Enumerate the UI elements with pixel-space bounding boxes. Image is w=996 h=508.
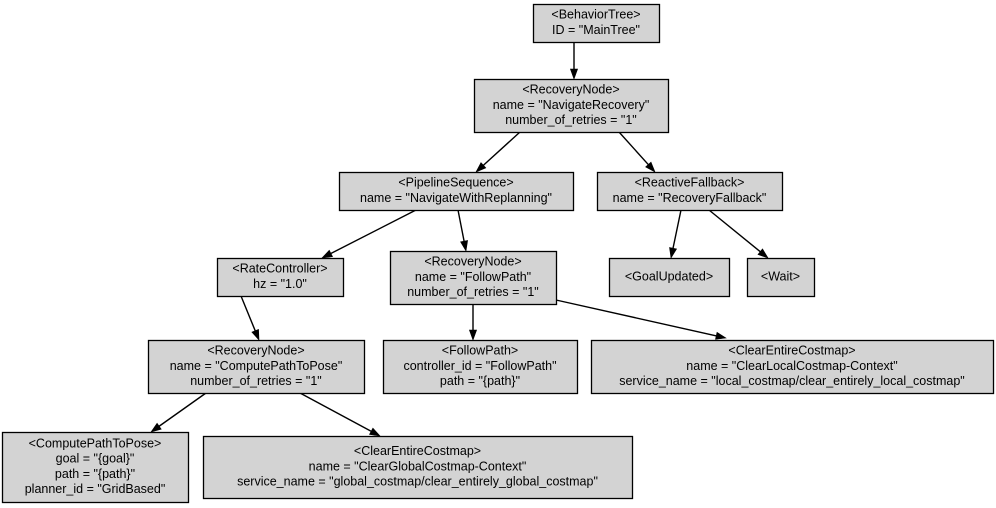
edge-reactivefallback-to-wait-line — [708, 209, 763, 254]
edge-reactivefallback-to-goalupdated-line — [671, 209, 682, 251]
behavior-tree-node-line-1: ID = "MainTree" — [552, 23, 640, 37]
follow-path-node-box[interactable] — [382, 339, 579, 395]
clear-entire-costmap-global-node-line-0: <ClearEntireCostmap> — [354, 444, 481, 458]
edge-recoveryfollowpath-to-clearlocalcostmap — [555, 299, 727, 340]
recovery-node-follow-path-line-2: number_of_retries = "1" — [407, 285, 539, 299]
edge-recoverycomputepath-to-computepathtopose-line — [157, 392, 207, 428]
edge-recoveryfollowpath-to-clearlocalcostmap-line — [555, 299, 719, 337]
edge-recoverycomputepath-to-clearglobalcostmap — [299, 392, 381, 437]
edge-recoverycomputepath-to-computepathtopose-arrowhead — [150, 422, 162, 433]
compute-path-to-pose-node-line-0: <ComputePathToPose> — [29, 436, 162, 450]
edge-pipelinesequence-to-ratecontroller-line — [328, 209, 417, 255]
recovery-node-compute-path-to-pose[interactable]: <RecoveryNode>name = "ComputePathToPose"… — [147, 339, 366, 395]
edge-pipelinesequence-to-recoveryfollowpath-line — [457, 209, 466, 244]
pipeline-sequence-node-box[interactable] — [338, 171, 575, 212]
clear-entire-costmap-local-node-line-2: service_name = "local_costmap/clear_enti… — [619, 374, 965, 388]
follow-path-node[interactable]: <FollowPath>controller_id = "FollowPath"… — [382, 339, 579, 395]
clear-entire-costmap-local-node-box[interactable] — [590, 339, 995, 395]
edge-reactivefallback-to-goalupdated-arrowhead — [669, 247, 678, 259]
edge-ratecontroller-to-recoverycomputepath — [240, 295, 260, 341]
edge-ratecontroller-to-recoverycomputepath-arrowhead — [251, 328, 260, 341]
follow-path-node-line-0: <FollowPath> — [442, 344, 518, 358]
wait-node-line-0: <Wait> — [761, 269, 800, 283]
behavior-tree-node-line-0: <BehaviorTree> — [551, 8, 640, 22]
compute-path-to-pose-node[interactable]: <ComputePathToPose> goal = "{goal}"path =… — [1, 431, 190, 504]
rate-controller-node-box[interactable] — [216, 257, 345, 298]
compute-path-to-pose-node-line-3: planner_id = "GridBased" — [25, 482, 166, 496]
edge-behaviortree-to-recoverynavigate-arrowhead — [569, 68, 579, 80]
clear-entire-costmap-global-node-line-2: service_name = "global_costmap/clear_ent… — [237, 474, 598, 488]
clear-entire-costmap-local-node-line-0: <ClearEntireCostmap> — [728, 344, 855, 358]
reactive-fallback-node-line-0: <ReactiveFallback> — [635, 176, 745, 190]
recovery-node-compute-path-to-pose-line-2: number_of_retries = "1" — [190, 374, 322, 388]
compute-path-to-pose-node-line-2: path = "{path}" — [55, 467, 135, 481]
edges-layer — [150, 42, 769, 437]
edge-recoverycomputepath-to-clearglobalcostmap-arrowhead — [369, 427, 381, 437]
clear-entire-costmap-local-node[interactable]: <ClearEntireCostmap>name = "ClearLocalCo… — [590, 339, 995, 395]
rate-controller-node[interactable]: <RateController>hz = "1.0" — [216, 257, 345, 298]
goal-updated-node[interactable]: <GoalUpdated> — [608, 257, 731, 298]
recovery-node-follow-path-line-0: <RecoveryNode> — [424, 255, 521, 269]
recovery-node-navigate-recovery-box[interactable] — [473, 78, 670, 134]
recovery-node-navigate-recovery-line-2: number_of_retries = "1" — [505, 113, 637, 127]
edge-reactivefallback-to-wait-arrowhead — [757, 248, 769, 259]
recovery-node-compute-path-to-pose-box[interactable] — [147, 339, 366, 395]
edge-pipelinesequence-to-ratecontroller — [321, 209, 417, 259]
recovery-node-navigate-recovery-line-1: name = "NavigateRecovery" — [493, 98, 650, 112]
recovery-node-compute-path-to-pose-line-0: <RecoveryNode> — [207, 344, 304, 358]
recovery-node-follow-path[interactable]: <RecoveryNode>name = "FollowPath"number_… — [389, 250, 558, 306]
goal-updated-node-line-0: <GoalUpdated> — [625, 269, 713, 283]
reactive-fallback-node[interactable]: <ReactiveFallback>name = "RecoveryFallba… — [596, 171, 784, 212]
recovery-node-navigate-recovery[interactable]: <RecoveryNode>name = "NavigateRecovery"n… — [473, 78, 670, 134]
recovery-node-compute-path-to-pose-line-1: name = "ComputePathToPose" — [170, 359, 343, 373]
edge-recoverynavigate-to-pipelinesequence — [475, 131, 521, 173]
wait-node[interactable]: <Wait> — [746, 257, 816, 298]
follow-path-node-line-2: path = "{path}" — [440, 374, 520, 388]
edge-pipelinesequence-to-ratecontroller-arrowhead — [321, 249, 334, 259]
edge-recoverynavigate-to-reactivefallback — [618, 131, 656, 173]
edge-recoverynavigate-to-pipelinesequence-line — [481, 131, 521, 168]
pipeline-sequence-node-line-1: name = "NavigateWithReplanning" — [360, 191, 552, 205]
recovery-node-follow-path-box[interactable] — [389, 250, 558, 306]
recovery-node-follow-path-line-1: name = "FollowPath" — [415, 270, 531, 284]
reactive-fallback-node-line-1: name = "RecoveryFallback" — [613, 191, 767, 205]
edge-recoverycomputepath-to-clearglobalcostmap-line — [299, 392, 374, 433]
follow-path-node-line-1: controller_id = "FollowPath" — [403, 359, 556, 373]
rate-controller-node-line-1: hz = "1.0" — [253, 277, 307, 291]
edge-pipelinesequence-to-recoveryfollowpath — [457, 209, 468, 252]
clear-entire-costmap-global-node[interactable]: <ClearEntireCostmap>name = "ClearGlobalC… — [202, 435, 634, 500]
edge-recoverynavigate-to-pipelinesequence-arrowhead — [475, 162, 487, 173]
edge-behaviortree-to-recoverynavigate — [569, 42, 579, 80]
rate-controller-node-line-0: <RateController> — [232, 262, 327, 276]
clear-entire-costmap-global-node-box[interactable] — [202, 435, 634, 500]
behavior-tree-node-box[interactable] — [532, 3, 661, 44]
goal-updated-node-box[interactable] — [608, 257, 731, 298]
wait-node-box[interactable] — [746, 257, 816, 298]
recovery-node-navigate-recovery-line-0: <RecoveryNode> — [522, 83, 619, 97]
edge-pipelinesequence-to-recoveryfollowpath-arrowhead — [460, 240, 468, 252]
edge-reactivefallback-to-wait — [708, 209, 769, 259]
behavior-tree-node[interactable]: <BehaviorTree>ID = "MainTree" — [532, 3, 661, 44]
edge-recoveryfollowpath-to-clearlocalcostmap-arrowhead — [715, 331, 727, 340]
edge-reactivefallback-to-goalupdated — [669, 209, 682, 259]
clear-entire-costmap-global-node-line-1: name = "ClearGlobalCostmap-Context" — [309, 459, 527, 473]
edge-recoveryfollowpath-to-followpath-arrowhead — [468, 329, 478, 341]
edge-recoverycomputepath-to-computepathtopose — [150, 392, 207, 433]
edge-ratecontroller-to-recoverycomputepath-line — [240, 295, 257, 333]
compute-path-to-pose-node-box[interactable] — [1, 431, 190, 504]
nodes-layer: <BehaviorTree>ID = "MainTree" <RecoveryNo… — [1, 3, 995, 504]
pipeline-sequence-node[interactable]: <PipelineSequence>name = "NavigateWithRe… — [338, 171, 575, 212]
pipeline-sequence-node-line-0: <PipelineSequence> — [398, 176, 513, 190]
edge-recoverynavigate-to-reactivefallback-arrowhead — [645, 161, 656, 173]
reactive-fallback-node-box[interactable] — [596, 171, 784, 212]
compute-path-to-pose-node-line-1: goal = "{goal}" — [56, 452, 135, 466]
edge-recoveryfollowpath-to-followpath — [468, 304, 478, 341]
clear-entire-costmap-local-node-line-1: name = "ClearLocalCostmap-Context" — [686, 359, 897, 373]
edge-recoverynavigate-to-reactivefallback-line — [618, 131, 651, 167]
